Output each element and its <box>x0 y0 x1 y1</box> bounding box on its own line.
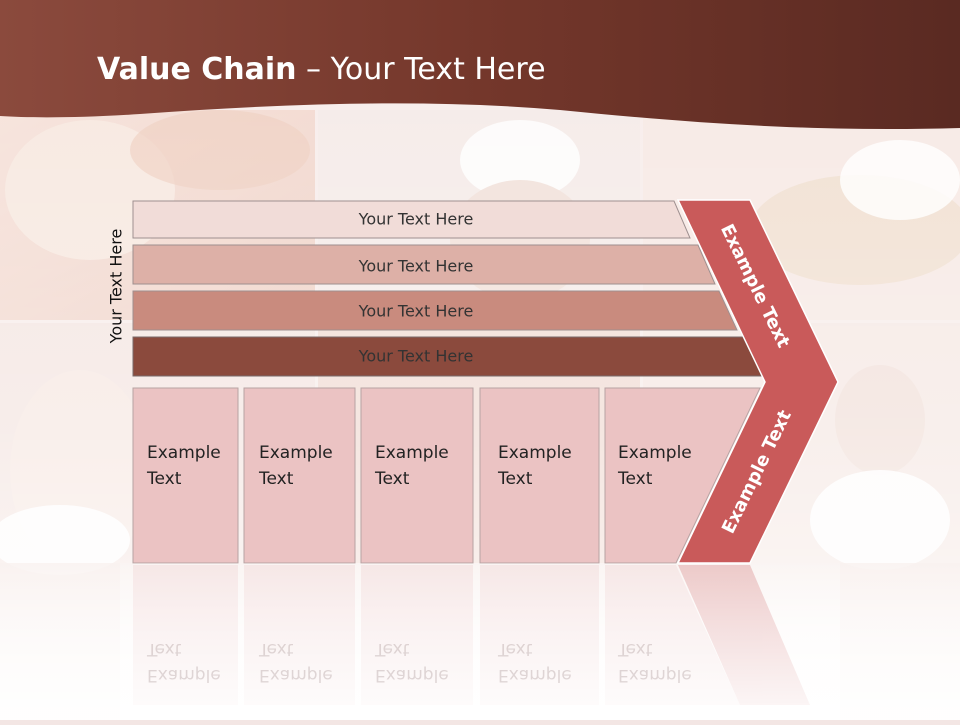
support-bar-4-label: Your Text Here <box>358 346 474 366</box>
header-wave <box>0 0 960 130</box>
primary-box-2-line1: Example <box>259 443 333 463</box>
support-bar-2-label: Your Text Here <box>358 256 474 276</box>
support-bar-1 <box>132 200 691 239</box>
primary-box-5-label: Example Text <box>618 440 692 492</box>
primary-box-1-line1: Example <box>147 443 221 463</box>
support-bar-3 <box>132 290 738 331</box>
primary-box-2-line2: Text <box>259 469 294 489</box>
primary-box-1 <box>132 387 239 564</box>
primary-box-4-line2: Text <box>498 469 533 489</box>
primary-box-2 <box>243 387 356 564</box>
primary-box-5-line1: Example <box>618 443 692 463</box>
primary-box-1-line2: Text <box>147 469 182 489</box>
primary-box-2-label: Example Text <box>259 440 333 492</box>
header-band: Value Chain – Your Text Here <box>0 0 960 140</box>
primary-box-3-line1: Example <box>375 443 449 463</box>
primary-box-4-label: Example Text <box>498 440 572 492</box>
primary-box-3 <box>360 387 474 564</box>
title-rest: – Your Text Here <box>296 52 546 87</box>
primary-box-4-line1: Example <box>498 443 572 463</box>
primary-box-3-label: Example Text <box>375 440 449 492</box>
primary-box-3-line2: Text <box>375 469 410 489</box>
support-bar-2 <box>132 244 716 285</box>
slide-title: Value Chain – Your Text Here <box>97 52 546 87</box>
support-bar-3-label: Your Text Here <box>358 301 474 321</box>
title-bold: Value Chain <box>97 52 297 87</box>
primary-box-4 <box>479 387 600 564</box>
primary-box-1-label: Example Text <box>147 440 221 492</box>
support-bar-1-label: Your Text Here <box>358 209 474 229</box>
primary-box-5-line2: Text <box>618 469 653 489</box>
